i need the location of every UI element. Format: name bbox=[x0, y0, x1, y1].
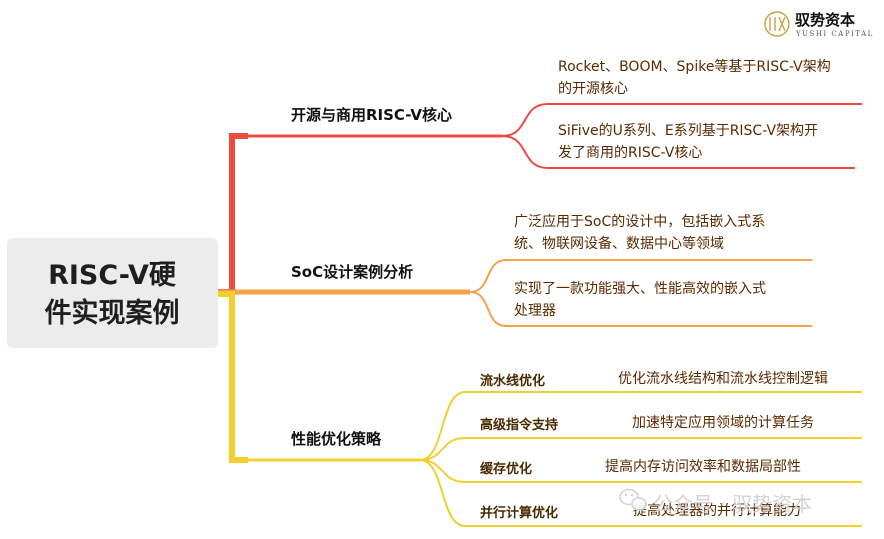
branch-1-leaf-1-text-2: 的开源核心 bbox=[558, 81, 628, 97]
sub-2-line bbox=[419, 437, 862, 461]
branch-1-leaf-2-text-1: SiFive的U系列、E系列基于RISC-V架构开 bbox=[558, 122, 818, 139]
branch-3-label: 性能优化策略 bbox=[291, 430, 382, 448]
connector-branch-1 bbox=[218, 133, 248, 295]
sub-4-desc: 提高处理器的并行计算能力 bbox=[633, 502, 801, 519]
branch-1-leaf-1-line bbox=[501, 103, 862, 137]
sub-2-desc: 加速特定应用领域的计算任务 bbox=[632, 414, 814, 431]
branch-1: 开源与商用RISC-V核心 Rocket、BOOM、Spike等基于RISC-V… bbox=[248, 58, 862, 169]
sub-1-desc: 优化流水线结构和流水线控制逻辑 bbox=[618, 371, 828, 387]
sub-1-line bbox=[419, 391, 862, 461]
branch-1-leaf-1-text-1: Rocket、BOOM、Spike等基于RISC-V架构 bbox=[558, 58, 831, 75]
root-title-line-2: 件实现案例 bbox=[45, 297, 180, 329]
branch-2-leaf-2-text-1: 实现了一款功能强大、性能高效的嵌入式 bbox=[514, 280, 766, 297]
watermark: 公众号 · 驭势资本 bbox=[619, 488, 812, 516]
branch-2: SoC设计案例分析 广泛应用于SoC的设计中，包括嵌入式系 统、物联网设备、数据… bbox=[291, 213, 812, 327]
yushi-logo-icon bbox=[764, 11, 790, 37]
branch-2-leaf-1-text-1: 广泛应用于SoC的设计中，包括嵌入式系 bbox=[514, 213, 765, 230]
brand-logo: 驭势资本 YUSHI CAPITAL bbox=[764, 11, 874, 38]
root-box bbox=[7, 238, 218, 348]
sub-3-desc: 提高内存访问效率和数据局部性 bbox=[605, 458, 801, 475]
connector-branch-3 bbox=[218, 291, 248, 463]
root-node: RISC-V硬 件实现案例 bbox=[7, 238, 218, 348]
sub-4-line bbox=[419, 459, 862, 527]
branch-2-leaf-1-line bbox=[469, 259, 812, 293]
sub-3-line bbox=[419, 459, 862, 483]
sub-1-label: 流水线优化 bbox=[480, 373, 545, 389]
branch-1-label: 开源与商用RISC-V核心 bbox=[291, 106, 452, 124]
branch-1-leaf-2-text-2: 发了商用的RISC-V核心 bbox=[558, 145, 702, 161]
wechat-icon bbox=[619, 488, 647, 511]
watermark-text: 公众号 · 驭势资本 bbox=[653, 492, 812, 516]
branch-2-leaf-2-text-2: 处理器 bbox=[514, 303, 556, 319]
sub-4-label: 并行计算优化 bbox=[480, 505, 558, 521]
branch-2-leaf-2-line bbox=[469, 291, 812, 327]
root-title-line-1: RISC-V硬 bbox=[48, 260, 177, 291]
brand-subtitle: YUSHI CAPITAL bbox=[795, 30, 874, 38]
sub-2-label: 高级指令支持 bbox=[480, 417, 558, 433]
branch-1-leaf-2-line bbox=[501, 135, 855, 169]
branch-2-leaf-1-text-2: 统、物联网设备、数据中心等领域 bbox=[514, 235, 724, 252]
branch-3: 性能优化策略 流水线优化 优化流水线结构和流水线控制逻辑 高级指令支持 加速特定… bbox=[248, 371, 862, 527]
brand-name: 驭势资本 bbox=[795, 11, 855, 29]
sub-3-label: 缓存优化 bbox=[480, 461, 532, 477]
branch-2-label: SoC设计案例分析 bbox=[291, 263, 413, 281]
